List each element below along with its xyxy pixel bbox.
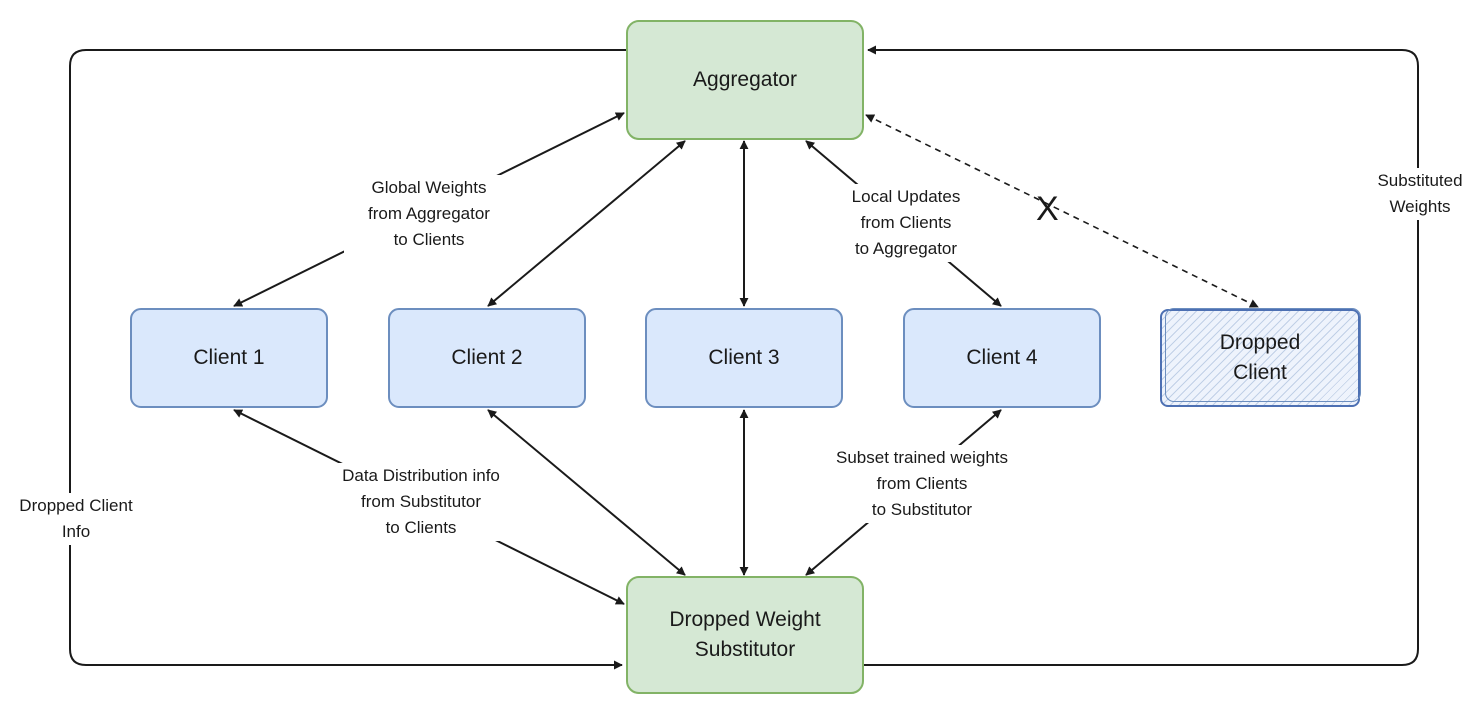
dropped-client-label-line2: Client [1233,361,1287,384]
label-substituted-weights-line1: Substituted [1377,171,1463,190]
label-data-distribution-line2: from Substitutor [361,492,481,511]
label-subset-trained-line2: from Clients [876,474,968,493]
client-4-label: Client 4 [966,346,1038,369]
label-data-distribution: Data Distribution info from Substitutor … [312,463,530,541]
label-global-weights: Global Weights from Aggregator to Client… [344,175,514,253]
label-dropped-client-info: Dropped Client Info [0,493,152,545]
aggregator-label: Aggregator [693,68,797,91]
client-2-node: Client 2 [388,308,586,408]
client-1-label: Client 1 [193,346,265,369]
edge-substituted-weights [864,45,1419,666]
substitutor-label-line1: Dropped Weight [669,608,821,631]
edge-dropped-client-info [69,49,626,670]
client-2-label: Client 2 [451,346,523,369]
edge-aggregator-dropped-client [865,114,1259,308]
substitutor-label-line2: Substitutor [694,638,796,661]
client-4-node: Client 4 [903,308,1101,408]
client-3-label: Client 3 [708,346,780,369]
label-subset-trained: Subset trained weights from Clients to S… [806,445,1038,523]
label-global-weights-line2: from Aggregator [368,204,490,223]
label-local-updates-line2: from Clients [860,213,952,232]
label-dropped-client-info-line2: Info [61,522,91,541]
label-data-distribution-line3: to Clients [385,518,457,537]
edge-substitutor-client2 [487,409,686,576]
client-1-node: Client 1 [130,308,328,408]
label-local-updates-line3: to Aggregator [854,239,958,258]
label-subset-trained-line1: Subset trained weights [836,448,1008,467]
dropped-client-node: Dropped Client [1160,308,1361,407]
label-global-weights-line3: to Clients [393,230,465,249]
dropped-link-x-mark: X [1036,190,1059,228]
label-substituted-weights-line2: Weights [1389,197,1451,216]
label-dropped-client-info-line1: Dropped Client [19,496,133,515]
label-local-updates: Local Updates from Clients to Aggregator [826,184,986,262]
aggregator-node: Aggregator [626,20,864,140]
label-global-weights-line1: Global Weights [371,178,487,197]
label-subset-trained-line3: to Substitutor [871,500,973,519]
client-3-node: Client 3 [645,308,843,408]
dropped-client-label-line1: Dropped [1219,331,1301,354]
label-local-updates-line1: Local Updates [851,187,961,206]
edge-aggregator-client2 [487,140,686,307]
label-data-distribution-line1: Data Distribution info [342,466,500,485]
substitutor-node: Dropped Weight Substitutor [626,576,864,694]
label-substituted-weights: Substituted Weights [1364,168,1476,220]
